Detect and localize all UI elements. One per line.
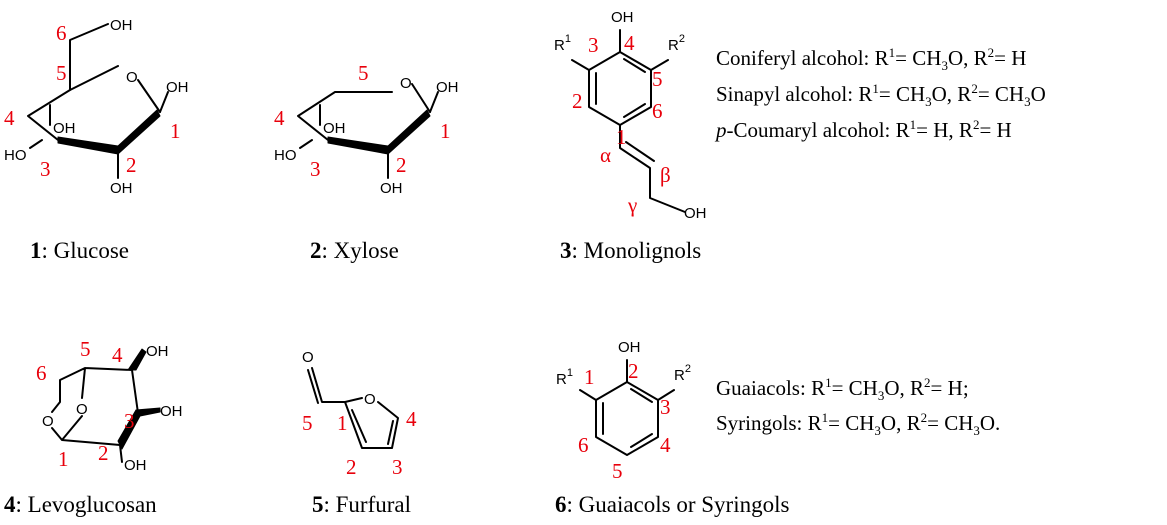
levoglucosan-caption: 4: Levoglucosan [4,492,157,517]
monolignol-structure: OH R1 R2 OH 1 2 3 4 5 6 α β γ [554,9,707,222]
syringols-line: Syringols: R1= CH3O, R2= CH3O. [716,410,1000,438]
levoglucosan-pos-4: 4 [112,343,123,367]
glucose-ring-bonds [27,65,161,151]
coniferyl-alcohol-line: Coniferyl alcohol: R1= CH3O, R2= H [716,45,1026,73]
guaiacol-oh: OH [618,339,641,356]
glucose-oh-4: OH [53,120,76,137]
furfural-pos-1: 1 [337,411,348,435]
guaiacol-pos-6: 6 [578,433,589,457]
monolignol-alpha: α [600,143,611,167]
furfural-pos-5: 5 [302,411,313,435]
guaiacol-pos-4: 4 [660,433,671,457]
monolignol-pos-2: 2 [572,89,583,113]
xylose-oh-2: OH [380,180,403,197]
xylose-structure: O OH OH HO OH 1 2 3 4 5 [274,61,459,197]
coumaryl-alcohol-line: p-Coumaryl alcohol: R1= H, R2= H [714,117,1012,142]
guaiacol-pos-2: 2 [628,359,639,383]
furfural-caption: 5: Furfural [312,492,411,517]
levoglucosan-oh-2: OH [124,457,147,474]
guaiacol-pos-3: 3 [660,395,671,419]
monolignol-ring-bonds [588,51,652,126]
sinapyl-alcohol-line: Sinapyl alcohol: R1= CH3O, R2= CH3O [716,81,1046,109]
xylose-pos-5: 5 [358,61,369,85]
monolignol-pos-5: 5 [652,67,663,91]
xylose-oh-4: OH [323,120,346,137]
monolignol-r1: R1 [554,33,571,54]
glucose-pos-4: 4 [4,106,15,130]
monolignol-pos-3: 3 [588,33,599,57]
glucose-wedge-bond-2 [117,109,161,155]
levoglucosan-oh-3: OH [160,403,183,420]
guaiacol-r2: R2 [674,363,691,384]
xylose-ring-o: O [400,75,412,92]
levoglucosan-pos-3: 3 [124,409,135,433]
levoglucosan-oh-4: OH [146,343,169,360]
levoglucosan-pos-2: 2 [98,441,109,465]
xylose-caption: 2: Xylose [310,238,399,263]
guaiacols-line: Guaiacols: R1= CH3O, R2= H; [716,375,969,403]
levoglucosan-bridge-o: O [76,401,88,418]
xylose-oh-1: OH [436,79,459,96]
guaiacol-pos-5: 5 [612,459,623,483]
guaiacol-ring-bonds [595,381,659,456]
glucose-pos-6: 6 [56,21,67,45]
monolignol-variants: Coniferyl alcohol: R1= CH3O, R2= H Sinap… [714,45,1046,142]
xylose-pos-4: 4 [274,106,285,130]
glucose-oh-6: OH [110,17,133,34]
levoglucosan-structure: OH OH OH O O 1 2 3 4 5 6 [36,337,183,474]
glucose-oh-1: OH [166,79,189,96]
guaiacol-r1: R1 [556,367,573,388]
levoglucosan-ring-o: O [42,413,54,430]
xylose-wedge-bond-2 [387,109,431,155]
monolignol-caption: 3: Monolignols [560,238,701,263]
levoglucosan-pos-6: 6 [36,361,47,385]
glucose-wedge-bond [57,136,119,155]
xylose-pos-2: 2 [396,153,407,177]
levoglucosan-pos-5: 5 [80,337,91,361]
xylose-wedge-bond [327,136,389,155]
monolignol-r2: R2 [668,33,685,54]
furfural-bonds [311,367,399,449]
monolignol-gamma: γ [627,193,637,217]
monolignol-oh-gamma: OH [684,205,707,222]
levoglucosan-pos-1: 1 [58,447,69,471]
guaiacol-caption: 6: Guaiacols or Syringols [555,492,789,517]
guaiacol-variants: Guaiacols: R1= CH3O, R2= H; Syringols: R… [716,375,1000,438]
monolignol-pos-1: 1 [616,125,627,149]
glucose-oh-2: OH [110,180,133,197]
glucose-pos-1: 1 [170,119,181,143]
glucose-pos-5: 5 [56,61,67,85]
xylose-pos-3: 3 [310,157,321,181]
glucose-ring-o: O [126,69,138,86]
guaiacol-structure: OH R1 R2 1 2 3 4 5 6 [556,339,691,483]
glucose-pos-2: 2 [126,153,137,177]
glucose-caption: 1: Glucose [30,238,129,263]
monolignol-pos-6: 6 [652,99,663,123]
xylose-pos-1: 1 [440,119,451,143]
furfural-structure: O O 1 2 3 4 5 [302,349,417,479]
monolignol-beta: β [660,163,671,187]
glucose-pos-3: 3 [40,157,51,181]
monolignol-oh-4: OH [611,9,634,26]
furfural-ring-o: O [364,391,376,408]
furfural-pos-2: 2 [346,455,357,479]
guaiacol-pos-1: 1 [584,365,595,389]
furfural-carbonyl-o: O [302,349,314,366]
furfural-pos-4: 4 [406,407,417,431]
glucose-ho-3: HO [4,147,27,164]
xylose-ho-3: HO [274,147,297,164]
monolignol-pos-4: 4 [624,31,635,55]
furfural-pos-3: 3 [392,455,403,479]
xylose-ring-bonds [297,83,431,151]
glucose-structure: OH O OH OH HO OH 1 2 3 4 5 6 [4,17,189,197]
